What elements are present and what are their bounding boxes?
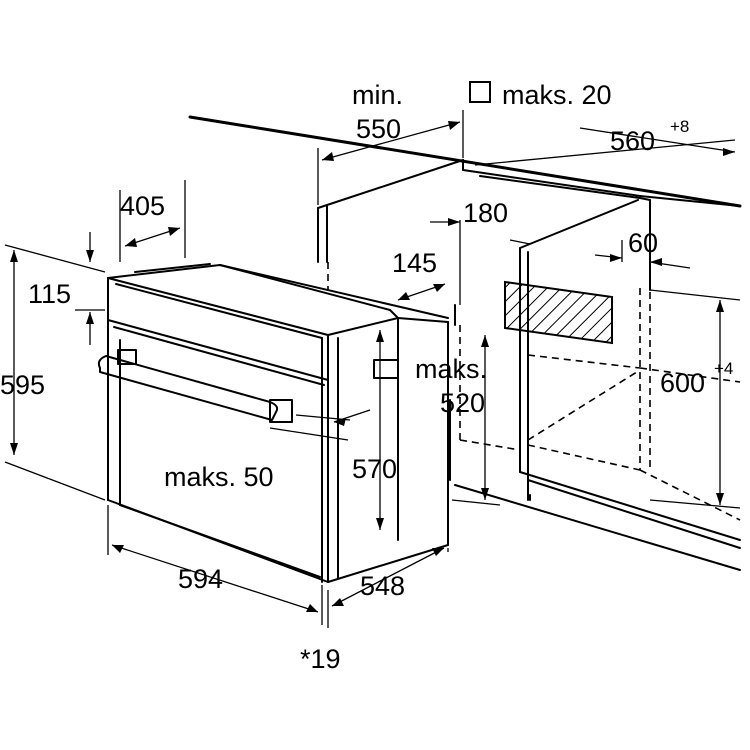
label-maks-20: maks. 20	[502, 80, 612, 110]
label-600: 600	[660, 368, 705, 398]
label-180: 180	[463, 198, 508, 228]
label-60: 60	[628, 228, 658, 258]
label-570: 570	[352, 454, 397, 484]
label-maks: maks.	[415, 354, 487, 384]
label-maks-50: maks. 50	[164, 462, 274, 492]
label-594: 594	[178, 564, 223, 594]
label-548: 548	[360, 571, 405, 601]
label-560: 560	[610, 126, 655, 156]
label-595: 595	[0, 370, 45, 400]
dimension-labels: min. 550 maks. 20 560 +8 405 180 145 60 …	[0, 80, 733, 674]
label-560-tolerance: +8	[670, 117, 689, 136]
ventilation-slot	[504, 280, 613, 345]
square-icon	[469, 81, 491, 103]
label-145: 145	[392, 248, 437, 278]
label-600-tolerance: +4	[714, 359, 733, 378]
label-520: 520	[440, 388, 485, 418]
dimension-arrows	[10, 121, 735, 612]
label-405: 405	[120, 191, 165, 221]
label-550: 550	[356, 114, 401, 144]
label-115: 115	[28, 279, 71, 309]
worktop	[188, 115, 742, 263]
niche-dashed-lines	[327, 262, 741, 521]
label-19: *19	[300, 644, 341, 674]
oven	[97, 263, 449, 583]
label-min: min.	[352, 80, 403, 110]
